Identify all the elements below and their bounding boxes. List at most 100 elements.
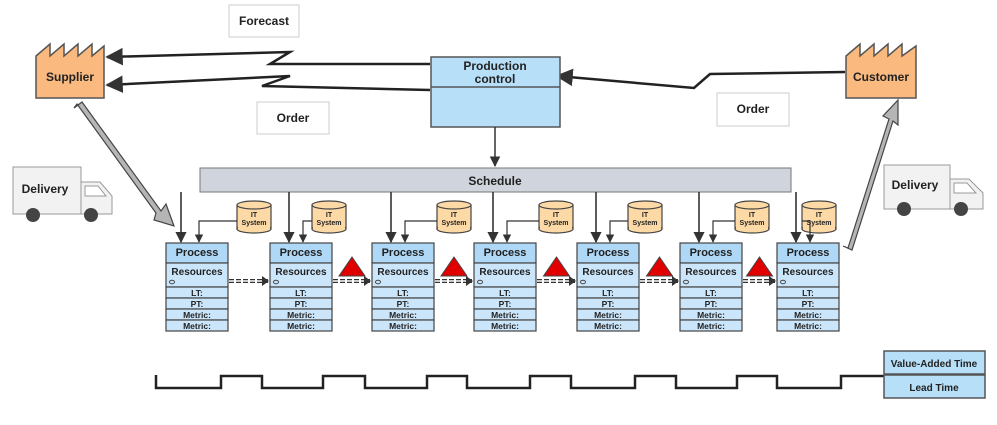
delivery-truck-right: Delivery bbox=[883, 164, 984, 216]
process-metric-row: LT: bbox=[295, 288, 307, 298]
operator-icon bbox=[683, 279, 689, 285]
schedule-label: Schedule bbox=[468, 174, 522, 188]
it-system-connector bbox=[802, 220, 815, 243]
operator-icon bbox=[273, 279, 279, 285]
forecast-label: Forecast bbox=[239, 14, 289, 28]
it-system-label-2: System bbox=[807, 220, 832, 227]
process-metric-row: Metric: bbox=[287, 310, 315, 320]
process-resources: Resources bbox=[479, 267, 531, 278]
supplier-label: Supplier bbox=[46, 70, 94, 84]
process-metric-row: Metric: bbox=[183, 321, 211, 331]
operator-icon bbox=[375, 279, 381, 285]
it-system-label-1: IT bbox=[642, 212, 649, 219]
inventory-triangle-icon bbox=[338, 256, 366, 277]
it-system-label-1: IT bbox=[816, 212, 823, 219]
process-metric-row: Metric: bbox=[697, 321, 725, 331]
forecast-flow-arrow bbox=[105, 47, 430, 66]
process-metric-row: Metric: bbox=[594, 321, 622, 331]
it-system-connector bbox=[708, 220, 735, 243]
order-label-left: Order bbox=[277, 111, 310, 125]
it-system-label-1: IT bbox=[553, 212, 560, 219]
process-resources: Resources bbox=[275, 267, 327, 278]
it-system-connector bbox=[502, 220, 539, 243]
process-metric-row: Metric: bbox=[491, 321, 519, 331]
process-title: Process bbox=[690, 247, 733, 259]
forecast-box: Forecast bbox=[228, 4, 300, 38]
process-metric-row: PT: bbox=[397, 299, 410, 309]
operator-icon bbox=[169, 279, 175, 285]
process-title: Process bbox=[587, 247, 630, 259]
it-system-label-1: IT bbox=[451, 212, 458, 219]
process-metric-row: Metric: bbox=[794, 321, 822, 331]
delivery-label-right: Delivery bbox=[892, 178, 939, 192]
process-resources: Resources bbox=[171, 267, 223, 278]
order-box-left: Order bbox=[256, 101, 330, 135]
it-system-label-1: IT bbox=[749, 212, 756, 219]
it-system-label-1: IT bbox=[251, 212, 258, 219]
inventory-triangle-icon bbox=[645, 256, 674, 277]
process-metric-row: Metric: bbox=[491, 310, 519, 320]
customer-shipment-arrow bbox=[842, 98, 899, 251]
it-system-label-2: System bbox=[633, 220, 658, 227]
production-control-label-2: control bbox=[475, 72, 516, 86]
process-title: Process bbox=[484, 247, 527, 259]
operator-icon bbox=[580, 279, 586, 285]
process-title: Process bbox=[176, 247, 219, 259]
inventory-triangle-icon bbox=[745, 256, 774, 277]
process-metric-row: PT: bbox=[705, 299, 718, 309]
it-system-connector bbox=[605, 220, 628, 243]
process-metric-row: Metric: bbox=[287, 321, 315, 331]
process-metric-row: LT: bbox=[602, 288, 614, 298]
process-resources: Resources bbox=[377, 267, 429, 278]
customer-factory: Customer bbox=[845, 42, 917, 99]
process-resources: Resources bbox=[685, 267, 737, 278]
order-label-right: Order bbox=[737, 102, 770, 116]
process-metric-row: PT: bbox=[802, 299, 815, 309]
process-metric-row: Metric: bbox=[389, 310, 417, 320]
order-box-right: Order bbox=[716, 92, 790, 127]
process-title: Process bbox=[280, 247, 323, 259]
schedule-bar: Schedule bbox=[199, 167, 792, 193]
process-resources: Resources bbox=[582, 267, 634, 278]
process-metric-row: LT: bbox=[191, 288, 203, 298]
supplier-factory: Supplier bbox=[35, 42, 105, 99]
inventory-triangle-icon bbox=[440, 256, 468, 277]
supplier-shipment-arrow bbox=[73, 101, 175, 227]
process-metric-row: Metric: bbox=[794, 310, 822, 320]
process-stations: ProcessResourcesLT:PT:Metric:Metric:Proc… bbox=[165, 192, 840, 332]
it-system-connector bbox=[194, 220, 237, 243]
process-title: Process bbox=[787, 247, 830, 259]
lead-time-label: Lead Time bbox=[909, 383, 959, 394]
process-metric-row: Metric: bbox=[183, 310, 211, 320]
production-control-label-1: Production bbox=[463, 59, 526, 73]
it-system-label-2: System bbox=[544, 220, 569, 227]
push-arrow-head bbox=[672, 276, 679, 286]
push-arrow-head bbox=[364, 276, 371, 286]
it-system-label-2: System bbox=[442, 220, 467, 227]
process-title: Process bbox=[382, 247, 425, 259]
process-metric-row: LT: bbox=[397, 288, 409, 298]
value-added-time-label: Value-Added Time bbox=[891, 359, 978, 370]
process-metric-row: Metric: bbox=[594, 310, 622, 320]
it-system-label-2: System bbox=[242, 220, 267, 227]
it-system-connector bbox=[400, 220, 437, 243]
process-metric-row: LT: bbox=[802, 288, 814, 298]
push-arrow-head bbox=[569, 276, 576, 286]
process-metric-row: LT: bbox=[705, 288, 717, 298]
order-flow-arrow-left bbox=[105, 74, 431, 93]
it-system-label-2: System bbox=[317, 220, 342, 227]
order-flow-arrow-right bbox=[555, 68, 846, 90]
push-arrow-head bbox=[466, 276, 473, 286]
inventory-triangle-icon bbox=[542, 256, 571, 277]
